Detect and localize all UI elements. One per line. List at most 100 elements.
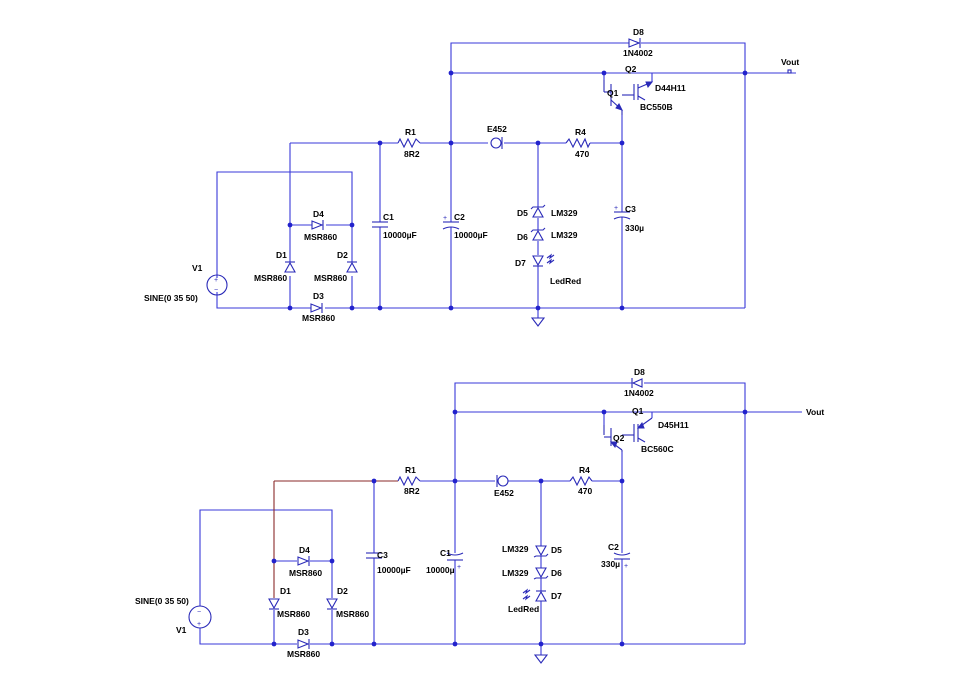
led-d7-top — [532, 253, 555, 267]
label-q1-b: Q1 — [632, 406, 644, 416]
svg-text:+: + — [214, 277, 218, 284]
label-q2: Q2 — [625, 64, 637, 74]
label-d6: D6 — [517, 232, 528, 242]
label-d5-value: LM329 — [551, 208, 578, 218]
ground-bottom — [533, 654, 549, 664]
label-r4-value: 470 — [575, 149, 589, 159]
label-c3-value-b: 10000µF — [377, 565, 411, 575]
label-d8-value-b: 1N4002 — [624, 388, 654, 398]
label-q2-value: D44H11 — [655, 83, 686, 93]
wires-bottom — [199, 382, 802, 655]
label-d2-b: D2 — [337, 586, 348, 596]
v1-source-bottom: −+ — [188, 605, 212, 629]
svg-text:−: − — [197, 609, 201, 616]
label-d5-value-b: LM329 — [502, 544, 529, 554]
transistor-q2-top — [622, 81, 654, 101]
label-r1-value: 8R2 — [404, 149, 420, 159]
label-q1-value-b: D45H11 — [658, 420, 689, 430]
capacitor-c1-top — [372, 221, 388, 228]
label-d1-b: D1 — [280, 586, 291, 596]
label-q2-value-b: BC560C — [641, 444, 674, 454]
resistor-r4-top — [565, 137, 591, 149]
diode-d1-bottom — [268, 598, 280, 610]
label-d5-b: D5 — [551, 545, 562, 555]
capacitor-c2-bottom: + — [613, 552, 631, 570]
label-d8: D8 — [633, 27, 644, 37]
capacitor-c2-top: + — [442, 215, 460, 230]
svg-text:+: + — [614, 205, 618, 212]
junctions-bottom — [271, 409, 748, 647]
resistor-r4-bottom — [569, 475, 593, 487]
label-c2-value-b: 330µ — [601, 559, 620, 569]
diode-d1-top — [284, 261, 296, 273]
resistor-r1-bottom — [397, 475, 421, 487]
label-d4: D4 — [313, 209, 324, 219]
label-q1: Q1 — [607, 88, 619, 98]
label-d3-value-b: MSR860 — [287, 649, 320, 659]
label-d5: D5 — [517, 208, 528, 218]
diode-d3-bottom — [297, 639, 310, 649]
label-d3-b: D3 — [298, 627, 309, 637]
label-d4-value-b: MSR860 — [289, 568, 322, 578]
label-e452-b: E452 — [494, 488, 514, 498]
label-d1-value-b: MSR860 — [277, 609, 310, 619]
label-d2: D2 — [337, 250, 348, 260]
label-d2-value: MSR860 — [314, 273, 347, 283]
label-c2-value: 10000µF — [454, 230, 488, 240]
zener-d5-bottom — [533, 545, 549, 558]
label-c3: C3 — [625, 204, 636, 214]
diode-d8-bottom — [631, 378, 643, 388]
label-q1-value: BC550B — [640, 102, 673, 112]
transistor-q1-bottom — [622, 417, 653, 443]
label-v1-value-b: SINE(0 35 50) — [135, 596, 189, 606]
svg-text:+: + — [624, 563, 628, 570]
svg-text:+: + — [457, 564, 461, 571]
diode-d3-top — [310, 303, 323, 313]
label-d3-value: MSR860 — [302, 313, 335, 323]
diode-d8-top — [628, 38, 641, 48]
diode-d4-top — [311, 220, 324, 230]
label-d8-b: D8 — [634, 367, 645, 377]
zener-d6-top — [530, 227, 546, 241]
zener-d6-bottom — [533, 567, 549, 580]
label-c3-value: 330µ — [625, 223, 644, 233]
label-d7-value: LedRed — [550, 276, 581, 286]
capacitor-c3-bottom — [366, 552, 382, 559]
junctions-top — [287, 70, 748, 311]
label-d6-b: D6 — [551, 568, 562, 578]
label-c1-value-b: 10000µ — [426, 565, 455, 575]
capacitor-c3-top: + — [613, 205, 631, 220]
label-c3-b: C3 — [377, 550, 388, 560]
label-r1-b: R1 — [405, 465, 416, 475]
label-v1: V1 — [192, 263, 203, 273]
label-d8-value: 1N4002 — [623, 48, 653, 58]
circuit-bottom: −+ + + — [135, 367, 824, 664]
ground-top — [530, 317, 546, 327]
label-r4-value-b: 470 — [578, 486, 592, 496]
wires-top — [216, 42, 796, 318]
diode-d2-bottom — [326, 598, 338, 610]
label-r4-b: R4 — [579, 465, 590, 475]
label-c2-b: C2 — [608, 542, 619, 552]
v1-source-top: +− — [206, 274, 228, 296]
label-d1: D1 — [276, 250, 287, 260]
current-diode-e452-top — [490, 137, 503, 149]
label-d7-b: D7 — [551, 591, 562, 601]
label-c1-b: C1 — [440, 548, 451, 558]
label-v1-value: SINE(0 35 50) — [144, 293, 198, 303]
label-r1: R1 — [405, 127, 416, 137]
diode-d2-top — [346, 261, 358, 273]
circuit-top: +− + + — [144, 27, 799, 327]
svg-text:+: + — [197, 621, 201, 628]
label-d6-value-b: LM329 — [502, 568, 529, 578]
label-d7: D7 — [515, 258, 526, 268]
label-vout-b: Vout — [806, 407, 824, 417]
resistor-r1-top — [397, 137, 421, 149]
diode-d4-bottom — [297, 556, 310, 566]
label-d3: D3 — [313, 291, 324, 301]
label-q2-b: Q2 — [613, 433, 625, 443]
label-d2-value-b: MSR860 — [336, 609, 369, 619]
current-diode-e452-bottom — [496, 475, 509, 487]
label-c1: C1 — [383, 212, 394, 222]
